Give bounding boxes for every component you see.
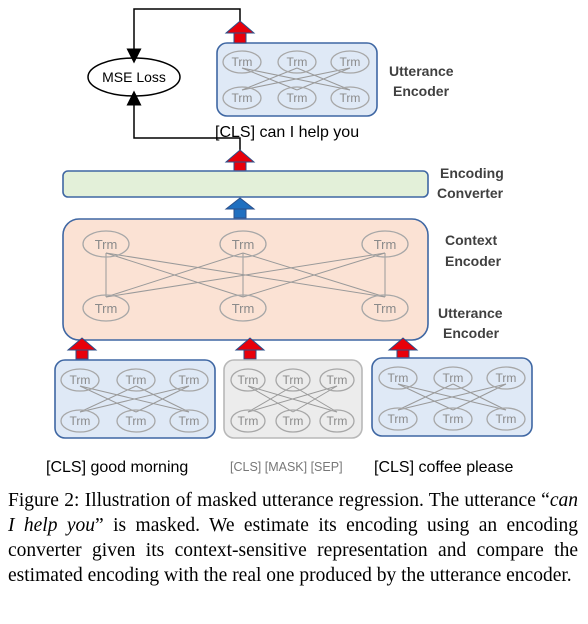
context-encoder-label-1: Context xyxy=(445,232,497,248)
svg-text:Trm: Trm xyxy=(232,237,255,252)
trm-node: Trm xyxy=(60,409,100,433)
svg-text:Trm: Trm xyxy=(327,414,348,428)
trm-node: Trm xyxy=(378,366,418,390)
trm-node: Trm xyxy=(486,407,526,431)
trm-node: Trm xyxy=(60,368,100,392)
bottom-right-utterance-encoder: Trm Trm Trm Trm Trm Trm xyxy=(371,357,533,437)
caption-part-1: Figure 2: Illustration of masked utteran… xyxy=(8,490,550,511)
trm-node: Trm xyxy=(222,50,262,74)
trm-node: Trm xyxy=(486,366,526,390)
trm-node: Trm xyxy=(275,368,311,392)
svg-text:Trm: Trm xyxy=(95,237,118,252)
caption-italic-utterance: can I help you xyxy=(8,490,578,536)
trm-node: Trm xyxy=(277,50,317,74)
utterance-encoder-top-label-1: Utterance xyxy=(389,63,454,79)
trm-node: Trm xyxy=(361,294,409,322)
context-encoder-label-2: Encoder xyxy=(445,253,502,269)
encoder-connections xyxy=(79,385,190,413)
trm-node: Trm xyxy=(319,409,355,433)
figure-caption: Figure 2: Illustration of masked utteran… xyxy=(8,488,578,588)
right-sequence-text: [CLS] coffee please xyxy=(374,459,513,476)
svg-text:Trm: Trm xyxy=(340,55,361,69)
top-sequence-text: [CLS] can I help you xyxy=(215,124,359,141)
trm-node: Trm xyxy=(169,409,209,433)
trm-node: Trm xyxy=(219,230,267,258)
masked-utterance-regression-diagram: MSE Loss Trm Trm Trm Trm Trm Trm Utteran… xyxy=(46,8,533,476)
svg-text:Trm: Trm xyxy=(443,371,464,385)
bottom-left-utterance-encoder: Trm Trm Trm Trm Trm Trm xyxy=(54,359,216,439)
trm-node: Trm xyxy=(116,368,156,392)
trm-node: Trm xyxy=(330,86,370,110)
svg-text:Trm: Trm xyxy=(179,414,200,428)
svg-text:Trm: Trm xyxy=(287,55,308,69)
trm-node: Trm xyxy=(230,409,266,433)
encoding-converter-box xyxy=(62,170,429,198)
svg-text:Trm: Trm xyxy=(327,373,348,387)
trm-node: Trm xyxy=(230,368,266,392)
mse-loss-label: MSE Loss xyxy=(102,69,166,85)
utterance-encoder-mid-label-1: Utterance xyxy=(438,305,503,321)
encoding-converter-label-1: Encoding xyxy=(440,165,504,181)
svg-text:Trm: Trm xyxy=(95,301,118,316)
trm-node: Trm xyxy=(361,230,409,258)
svg-text:Trm: Trm xyxy=(70,373,91,387)
svg-text:Trm: Trm xyxy=(283,373,304,387)
svg-text:Trm: Trm xyxy=(388,371,409,385)
encoding-converter-label-2: Converter xyxy=(437,185,504,201)
svg-text:Trm: Trm xyxy=(283,414,304,428)
red-arrow-icon xyxy=(224,20,256,44)
trm-node: Trm xyxy=(378,407,418,431)
trm-node: Trm xyxy=(222,86,262,110)
trm-node: Trm xyxy=(433,407,473,431)
svg-text:Trm: Trm xyxy=(496,371,517,385)
red-arrow-icon xyxy=(66,337,98,360)
bottom-middle-masked-encoder: Trm Trm Trm Trm Trm Trm xyxy=(223,359,363,439)
trm-node: Trm xyxy=(275,409,311,433)
svg-text:Trm: Trm xyxy=(443,412,464,426)
trm-node: Trm xyxy=(116,409,156,433)
utterance-encoder-top-label-2: Encoder xyxy=(393,83,450,99)
trm-node: Trm xyxy=(82,230,130,258)
svg-text:Trm: Trm xyxy=(238,414,259,428)
red-arrow-icon xyxy=(224,149,256,172)
mse-loss-node: MSE Loss xyxy=(87,57,181,97)
trm-node: Trm xyxy=(169,368,209,392)
blue-arrow-icon xyxy=(224,197,256,219)
top-utterance-encoder: Trm Trm Trm Trm Trm Trm xyxy=(216,42,378,117)
svg-text:Trm: Trm xyxy=(340,91,361,105)
trm-node: Trm xyxy=(277,86,317,110)
left-sequence-text: [CLS] good morning xyxy=(46,459,188,476)
svg-text:Trm: Trm xyxy=(126,373,147,387)
svg-text:Trm: Trm xyxy=(496,412,517,426)
red-arrow-icon xyxy=(387,337,419,360)
trm-node: Trm xyxy=(82,294,130,322)
caption-part-2: ” is masked. We estimate its encoding us… xyxy=(8,515,578,586)
svg-text:Trm: Trm xyxy=(388,412,409,426)
trm-node: Trm xyxy=(433,366,473,390)
svg-text:Trm: Trm xyxy=(126,414,147,428)
svg-text:Trm: Trm xyxy=(238,373,259,387)
trm-node: Trm xyxy=(219,294,267,322)
svg-text:Trm: Trm xyxy=(287,91,308,105)
context-encoder-connections xyxy=(105,252,386,298)
svg-text:Trm: Trm xyxy=(374,301,397,316)
svg-text:Trm: Trm xyxy=(70,414,91,428)
middle-sequence-text: [CLS] [MASK] [SEP] xyxy=(230,460,343,474)
svg-text:Trm: Trm xyxy=(232,91,253,105)
svg-text:Trm: Trm xyxy=(374,237,397,252)
utterance-encoder-mid-label-2: Encoder xyxy=(443,325,500,341)
context-encoder: Trm Trm Trm Trm Trm Trm xyxy=(62,218,429,341)
trm-node: Trm xyxy=(330,50,370,74)
trm-node: Trm xyxy=(319,368,355,392)
red-arrow-icon xyxy=(234,337,266,360)
mse-connector-lines xyxy=(126,8,241,150)
svg-text:Trm: Trm xyxy=(232,55,253,69)
svg-text:Trm: Trm xyxy=(232,301,255,316)
svg-text:Trm: Trm xyxy=(179,373,200,387)
